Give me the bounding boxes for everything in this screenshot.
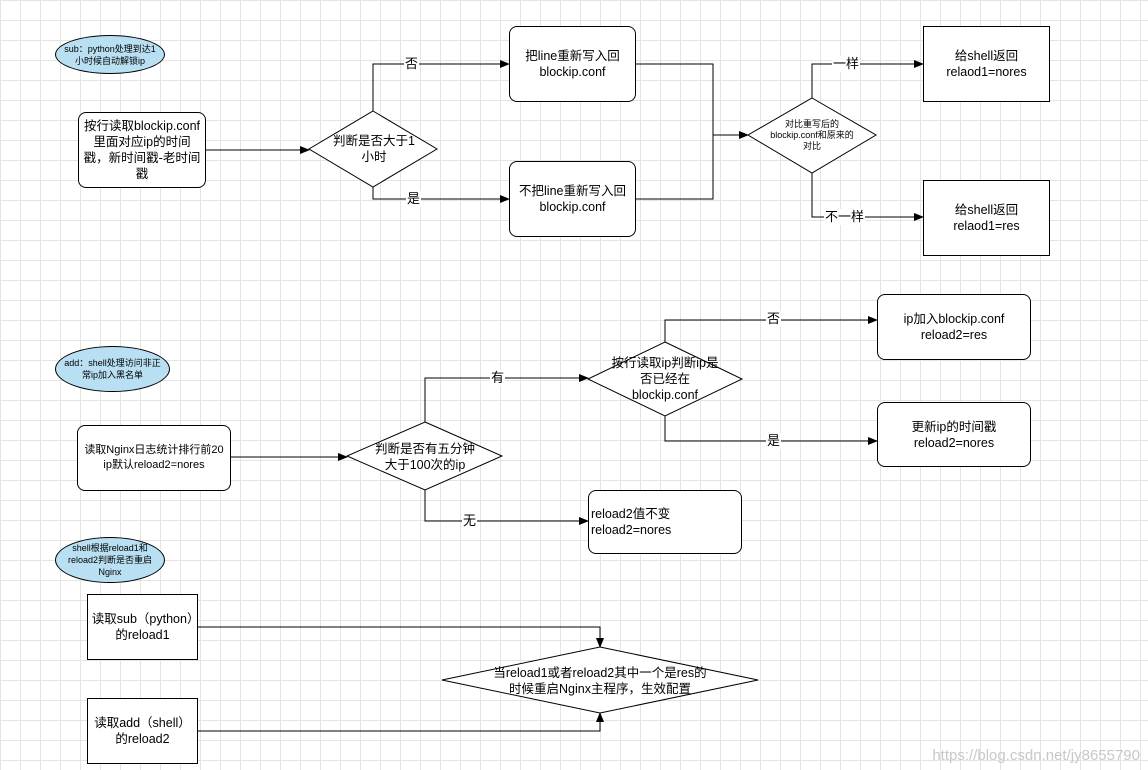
edge-label-none: 无	[462, 513, 478, 529]
return-res-text: 给shell返回relaod1=res	[953, 203, 1020, 233]
arrow-decision2-have	[424, 374, 589, 422]
add-ip-box[interactable]: ip加入blockip.conf reload2=res	[877, 294, 1031, 360]
read-add-box[interactable]: 读取add（shell）的reload2	[87, 698, 198, 764]
arrow-compare-diff	[811, 173, 924, 221]
line-writeback-merge	[635, 63, 714, 135]
arrow-readip-no	[664, 316, 878, 342]
add-ip-text: ip加入blockip.conf reload2=res	[903, 312, 1005, 342]
compare-label[interactable]: 对比重写后的blockip.conf和原来的对比	[767, 118, 857, 152]
edge-label-have: 有	[490, 370, 506, 386]
start-read-blockip-text: 按行读取blockip.conf里面对应ip的时间戳，新时间戳-老时间戳	[83, 119, 201, 181]
start-read-nginx-log-text: 读取Nginx日志统计排行前20 ip默认reload2=nores	[84, 444, 224, 471]
note-shell: shell根据reload1和reload2判断是否重启Nginx	[55, 537, 165, 583]
decision2-shape	[345, 421, 504, 491]
decision3-text: 当reload1或者reload2其中一个是res的时候重启Nginx主程序，生…	[493, 666, 707, 696]
note-shell-text: shell根据reload1和reload2判断是否重启Nginx	[67, 543, 153, 577]
decision2-text: 判断是否有五分钟大于100次的ip	[374, 442, 475, 472]
update-timestamp-text: 更新ip的时间戳 reload2=nores	[911, 419, 997, 450]
edge-label-no-2: 否	[766, 311, 782, 327]
unchanged-box[interactable]: reload2值不变 reload2=nores	[588, 490, 742, 554]
note-sub: sub：python处理到达1小时候自动解锁ip	[55, 35, 165, 74]
decision2-label[interactable]: 判断是否有五分钟大于100次的ip	[370, 437, 480, 477]
edge-label-yes-2: 是	[766, 433, 782, 449]
compare-text: 对比重写后的blockip.conf和原来的对比	[770, 118, 854, 151]
read-add-text: 读取add（shell）的reload2	[94, 716, 191, 746]
line-nowriteback-merge	[635, 135, 714, 200]
arrow-readip-yes	[664, 416, 878, 445]
decision1-label[interactable]: 判断是否大于1小时	[329, 128, 419, 170]
note-sub-text: sub：python处理到达1小时候自动解锁ip	[64, 43, 156, 66]
decision3-label[interactable]: 当reload1或者reload2其中一个是res的时候重启Nginx主程序，生…	[492, 664, 708, 698]
return-nores-text: 给shell返回relaod1=nores	[946, 49, 1027, 79]
unchanged-text: reload2值不变 reload2=nores	[591, 507, 672, 537]
edge-label-diff: 不一样	[824, 209, 866, 225]
readip-shape	[586, 341, 744, 417]
edge-label-same: 一样	[832, 56, 861, 72]
edge-label-no-1: 否	[404, 56, 420, 72]
read-sub-text: 读取sub（python）的reload1	[91, 612, 194, 642]
watermark: https://blog.csdn.net/jy8655790	[932, 747, 1140, 764]
read-ip-text: 按行读取ip判断ip是否已经在blockip.conf	[611, 356, 719, 402]
write-back-box[interactable]: 把line重新写入回blockip.conf	[509, 26, 636, 102]
arrow-compare-same	[811, 60, 924, 98]
start-read-blockip[interactable]: 按行读取blockip.conf里面对应ip的时间戳，新时间戳-老时间戳	[78, 112, 206, 188]
arrow-decision1-yes	[372, 187, 510, 203]
update-timestamp-box[interactable]: 更新ip的时间戳 reload2=nores	[877, 402, 1031, 467]
write-back-text: 把line重新写入回blockip.conf	[525, 49, 620, 79]
read-ip-label[interactable]: 按行读取ip判断ip是否已经在blockip.conf	[610, 355, 720, 403]
arrow-readsub-to-decision3	[197, 626, 604, 648]
compare-shape	[747, 97, 877, 174]
no-write-back-text: 不把line重新写入回blockip.conf	[519, 184, 626, 214]
decision1-text: 判断是否大于1小时	[333, 134, 415, 164]
edge-label-yes-1: 是	[406, 191, 422, 207]
arrow-readadd-to-decision3	[197, 712, 604, 732]
arrow-decision2-none	[424, 490, 589, 525]
return-res-box[interactable]: 给shell返回relaod1=res	[923, 180, 1050, 256]
decision3-shape	[441, 646, 759, 714]
arrow-decision1-no	[372, 60, 510, 111]
note-add: add：shell处理访问非正常ip加入黑名单	[55, 346, 170, 392]
start-read-nginx-log[interactable]: 读取Nginx日志统计排行前20 ip默认reload2=nores	[77, 425, 231, 491]
decision1-shape	[308, 110, 438, 188]
read-sub-box[interactable]: 读取sub（python）的reload1	[87, 594, 198, 660]
return-nores-box[interactable]: 给shell返回relaod1=nores	[923, 26, 1050, 102]
no-write-back-box[interactable]: 不把line重新写入回blockip.conf	[509, 161, 636, 237]
note-add-text: add：shell处理访问非正常ip加入黑名单	[64, 358, 161, 380]
